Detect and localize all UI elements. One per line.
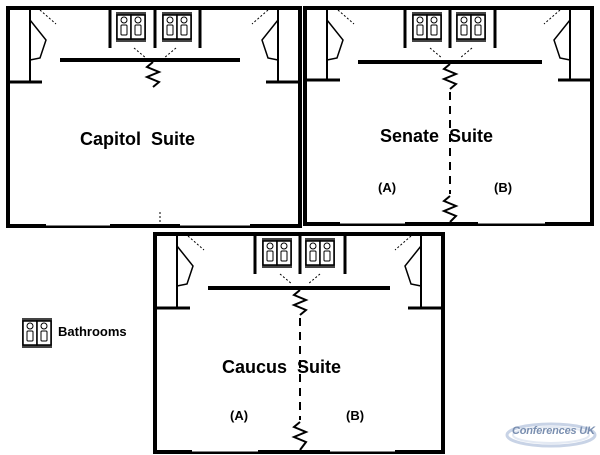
legend-bathrooms-label: Bathrooms	[58, 324, 127, 339]
capitol-suite-plan	[6, 6, 302, 228]
senate-suite-title: Senate Suite	[380, 126, 494, 146]
caucus-suite-title: Caucus Suite	[222, 357, 342, 377]
logo-text: Conferences UK	[512, 425, 595, 437]
caucus-section-b-label: (B)	[346, 408, 365, 423]
bathroom-icon	[22, 318, 52, 348]
caucus-section-a-label: (A)	[230, 408, 249, 423]
capitol-suite-title: Capitol Suite	[80, 129, 196, 149]
conferences-uk-logo	[505, 422, 597, 448]
senate-section-a-label: (A)	[378, 180, 397, 195]
senate-section-b-label: (B)	[494, 180, 513, 195]
caucus-suite-plan	[153, 232, 445, 454]
senate-suite-plan	[303, 6, 594, 226]
